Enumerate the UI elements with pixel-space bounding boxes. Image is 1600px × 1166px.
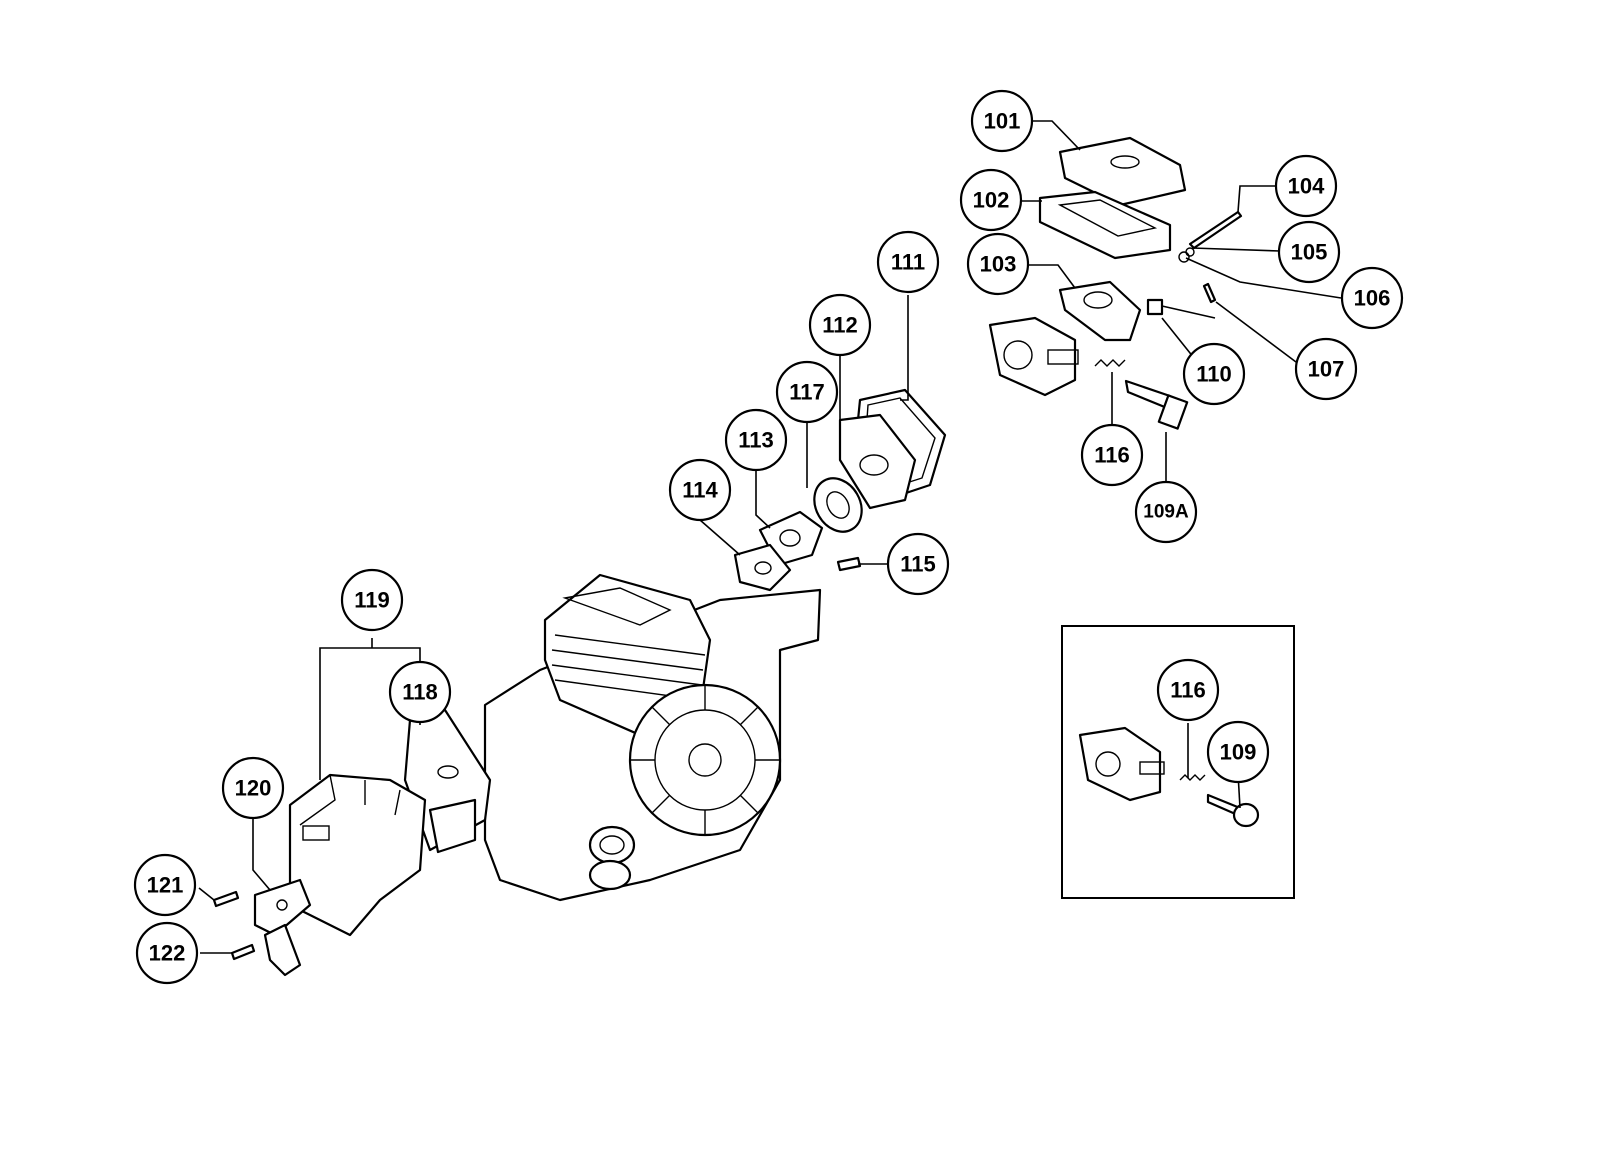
callout-label: 103 xyxy=(980,252,1017,277)
exhaust-plate-120 xyxy=(253,878,312,977)
callout-label: 111 xyxy=(891,250,925,275)
callout-107: 107 xyxy=(1294,337,1358,401)
callout-circle xyxy=(135,921,199,985)
callout-circle xyxy=(808,293,872,357)
callout-105: 105 xyxy=(1277,220,1341,284)
callout-label: 109A xyxy=(1143,502,1189,523)
callouts: 101 102 103 104 105 106 107 110 116 109A 111 112 117… xyxy=(133,89,1404,985)
callout-117: 117 xyxy=(775,360,839,424)
callout-110: 110 xyxy=(1182,342,1246,406)
carburetor-adapter xyxy=(1058,280,1142,342)
callout-111: 111 xyxy=(876,230,940,294)
callout-label: 122 xyxy=(149,941,186,966)
callout-label: 106 xyxy=(1354,286,1391,311)
callout-104: 104 xyxy=(1274,154,1338,218)
callout-label: 115 xyxy=(900,552,936,577)
callout-122: 122 xyxy=(135,921,199,985)
callout-circle xyxy=(1080,423,1144,487)
callout-121: 121 xyxy=(133,853,197,917)
callout-label: 118 xyxy=(402,680,438,705)
callout-circle xyxy=(886,532,950,596)
callout-label: 102 xyxy=(973,188,1010,213)
filter-bolt xyxy=(1178,210,1243,263)
callout-label: 116 xyxy=(1094,443,1130,468)
callout-label: 120 xyxy=(235,776,272,801)
callout-label: 117 xyxy=(789,380,825,405)
callout-circle xyxy=(1274,154,1338,218)
callout-circle xyxy=(1277,220,1341,284)
air-filter-element xyxy=(1038,190,1172,260)
flange-117 xyxy=(813,477,863,533)
callout-circle xyxy=(1206,720,1270,784)
callout-circle xyxy=(775,360,839,424)
inset-screw-109 xyxy=(1206,793,1260,828)
callout-102: 102 xyxy=(959,168,1023,232)
gasket-112 xyxy=(838,413,917,510)
inset-spring xyxy=(1179,774,1206,781)
callout-circle xyxy=(340,568,404,632)
callout-circle xyxy=(1134,480,1198,544)
callout-120: 120 xyxy=(221,756,285,820)
callout-label: 114 xyxy=(682,478,718,503)
callout-circle xyxy=(1294,337,1358,401)
callout-circle xyxy=(724,408,788,472)
screw-122 xyxy=(230,943,256,961)
nut-110 xyxy=(1146,298,1164,316)
callout-label: 116 xyxy=(1170,678,1206,703)
callout-109a: 109A xyxy=(1134,480,1198,544)
callout-circle xyxy=(959,168,1023,232)
callout-circle xyxy=(1182,342,1246,406)
heat-shield-118 xyxy=(403,708,492,854)
inset-carburetor xyxy=(1078,726,1165,802)
callout-109: 109 xyxy=(1206,720,1270,784)
callout-113: 113 xyxy=(724,408,788,472)
callout-116a: 116 xyxy=(1080,423,1144,487)
callout-circle xyxy=(133,853,197,917)
callout-circle xyxy=(221,756,285,820)
carburetor xyxy=(988,316,1079,397)
callout-label: 119 xyxy=(354,588,390,613)
callout-label: 112 xyxy=(822,313,858,338)
callout-circle xyxy=(970,89,1034,153)
callout-circle xyxy=(1156,658,1220,722)
callout-circle xyxy=(876,230,940,294)
screw-121 xyxy=(212,890,240,908)
callout-label: 110 xyxy=(1196,362,1232,387)
screw-115 xyxy=(836,556,862,572)
callout-116b: 116 xyxy=(1156,658,1220,722)
callout-label: 107 xyxy=(1308,357,1345,382)
inset-frame xyxy=(1061,625,1295,899)
callout-114: 114 xyxy=(668,458,732,522)
callout-119: 119 xyxy=(340,568,404,632)
callout-circle xyxy=(966,232,1030,296)
callout-label: 104 xyxy=(1288,174,1325,199)
callout-115: 115 xyxy=(886,532,950,596)
callout-circle xyxy=(388,660,452,724)
flywheel xyxy=(628,683,782,837)
muffler-119 xyxy=(288,773,427,937)
callout-circle xyxy=(668,458,732,522)
callout-circle xyxy=(1340,266,1404,330)
callout-101: 101 xyxy=(970,89,1034,153)
callout-label: 101 xyxy=(984,109,1021,134)
callout-label: 113 xyxy=(738,428,774,453)
screw-107 xyxy=(1202,282,1217,304)
callout-106: 106 xyxy=(1340,266,1404,330)
callout-label: 105 xyxy=(1291,240,1328,265)
callout-label: 109 xyxy=(1220,740,1257,765)
callout-103: 103 xyxy=(966,232,1030,296)
crankcase-bearing xyxy=(588,825,636,891)
adjusting-screw-109a xyxy=(1124,379,1189,430)
air-filter-cover xyxy=(1058,136,1187,207)
callout-label: 121 xyxy=(147,873,184,898)
callout-112: 112 xyxy=(808,293,872,357)
gasket-114 xyxy=(733,543,792,592)
carburetor-spring xyxy=(1094,359,1126,367)
callout-118: 118 xyxy=(388,660,452,724)
